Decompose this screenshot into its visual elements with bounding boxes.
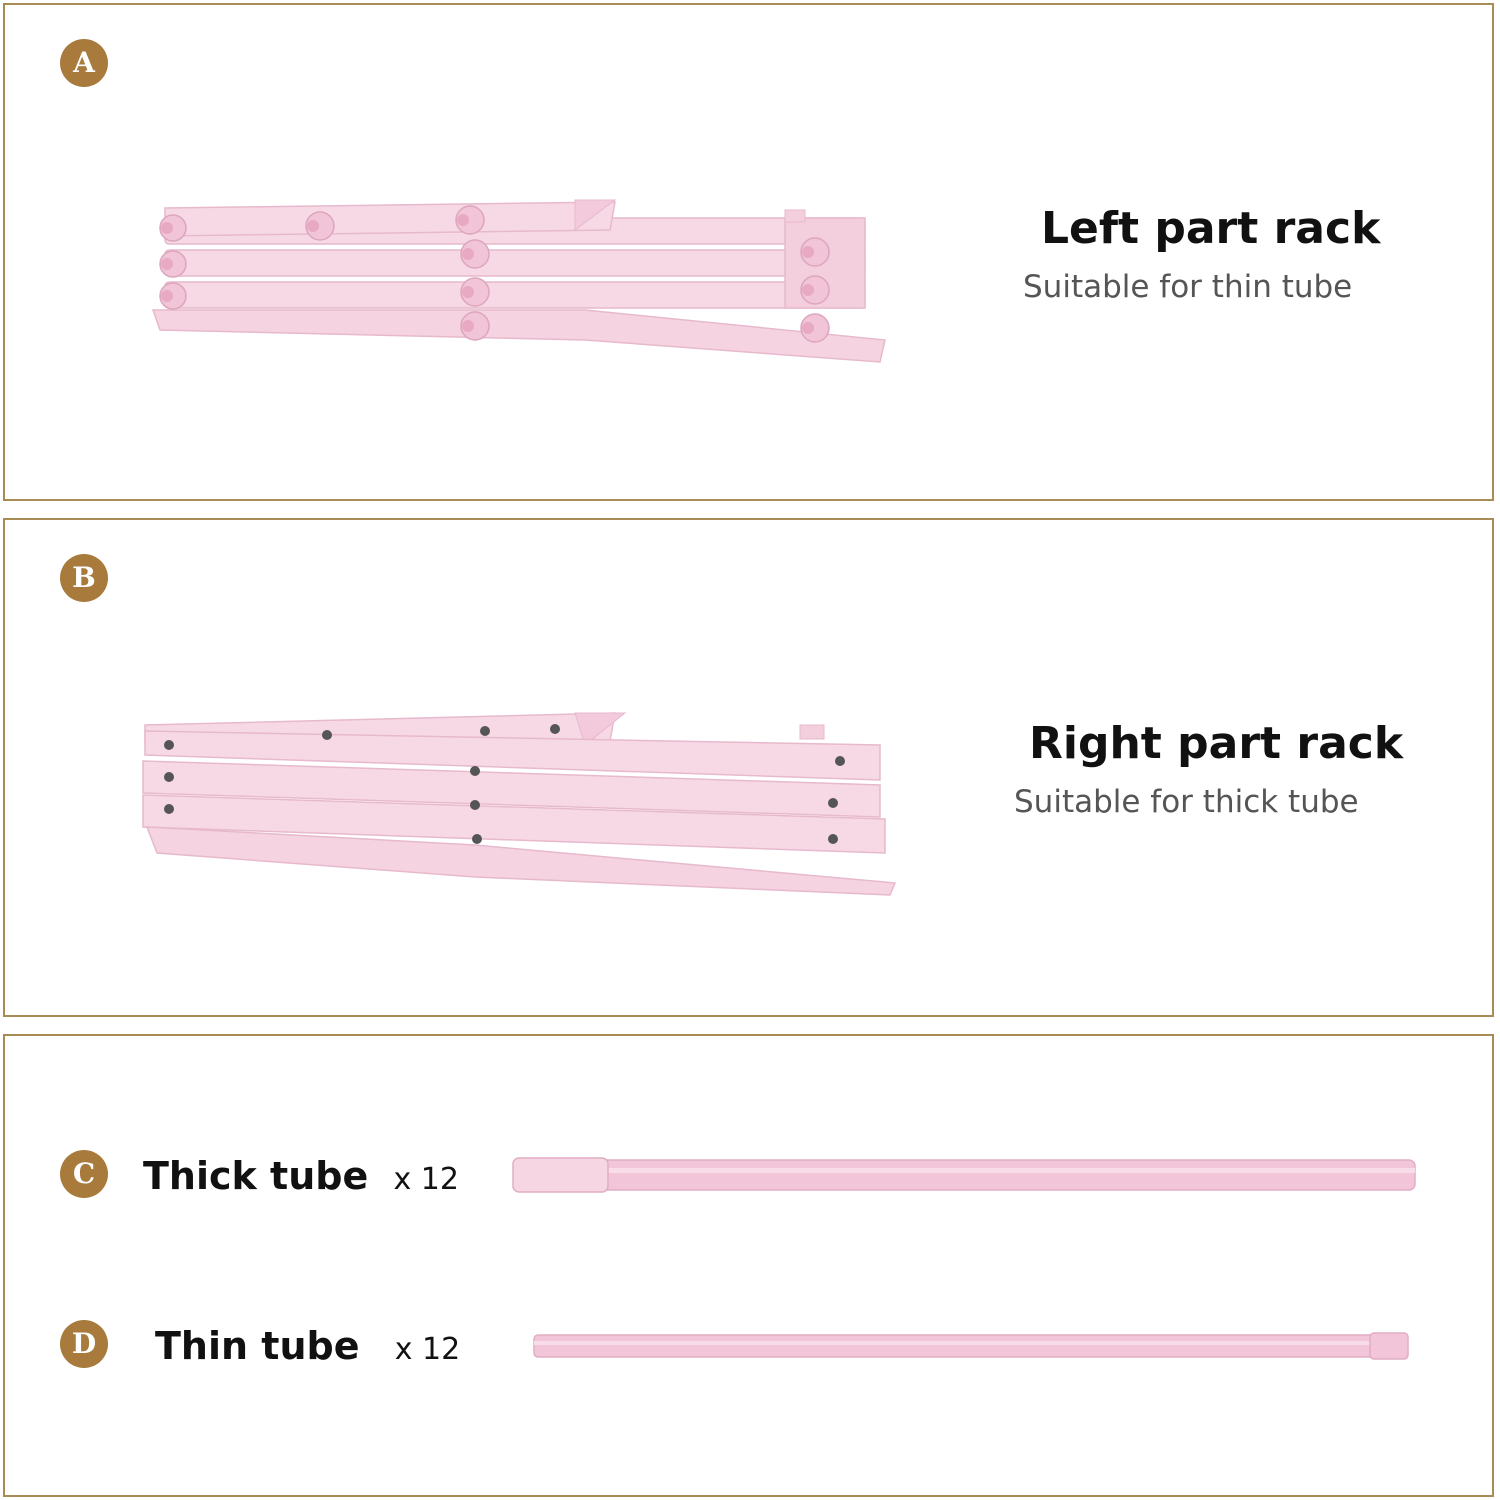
badge-d: D <box>60 1320 108 1368</box>
badge-c: C <box>60 1150 108 1198</box>
thick-tube-label: Thick tube x 12 <box>143 1154 459 1198</box>
right-rack-subtitle: Suitable for thick tube <box>1014 784 1359 820</box>
panel-left-rack: A Left par <box>3 3 1494 501</box>
right-rack-illustration <box>142 712 897 896</box>
left-rack-subtitle: Suitable for thin tube <box>1023 269 1353 305</box>
thin-tube-quantity: x 12 <box>394 1332 461 1367</box>
panel-right-rack: B Right part rack Suitable for thick tub… <box>3 518 1494 1017</box>
panel-tubes: C Thick tube x 12 D Thin tube x 12 <box>3 1034 1494 1497</box>
thin-tube-label: Thin tube x 12 <box>155 1324 460 1368</box>
thick-tube-illustration <box>512 1157 1416 1193</box>
left-rack-illustration <box>151 199 886 363</box>
thin-tube-illustration <box>533 1332 1409 1360</box>
badge-b: B <box>60 554 108 602</box>
badge-a: A <box>60 39 108 87</box>
right-rack-title: Right part rack <box>1029 718 1404 769</box>
thick-tube-title: Thick tube <box>143 1154 369 1198</box>
left-rack-title: Left part rack <box>1041 203 1381 254</box>
thick-tube-quantity: x 12 <box>393 1162 459 1197</box>
thin-tube-title: Thin tube <box>155 1324 360 1368</box>
